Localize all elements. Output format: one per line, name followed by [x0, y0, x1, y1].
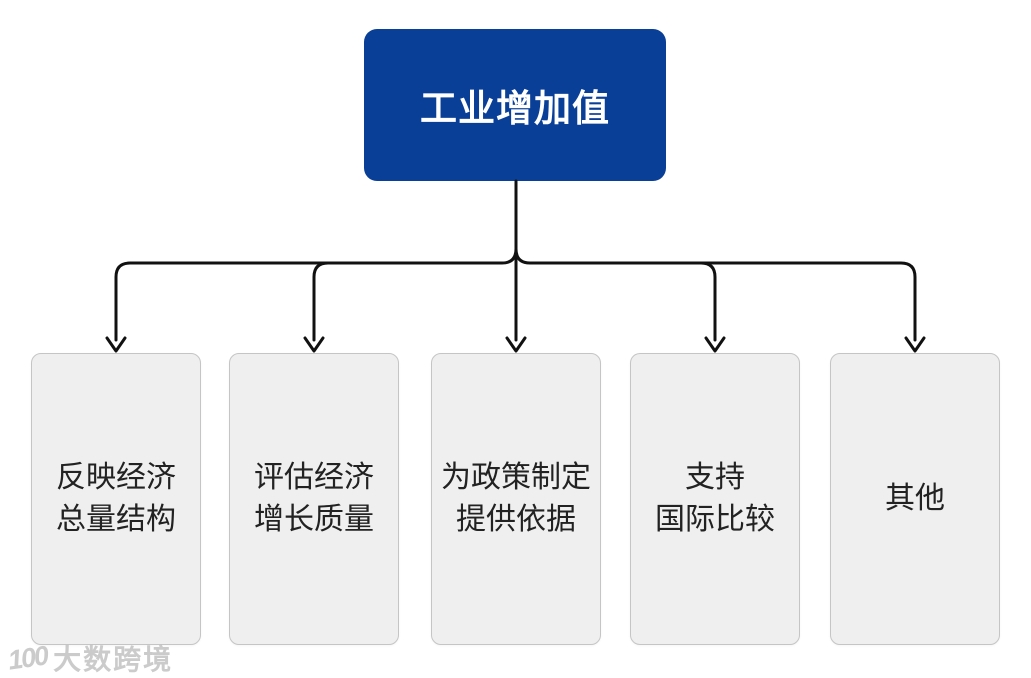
connector-branch-2 — [312, 261, 330, 342]
child-node-5: 其他 — [830, 353, 1000, 645]
connector-right-run — [514, 247, 917, 342]
child-node-1: 反映经济 总量结构 — [31, 353, 201, 645]
child-node-4: 支持 国际比较 — [630, 353, 800, 645]
arrowhead-icon — [505, 336, 527, 353]
child-node-3: 为政策制定 提供依据 — [431, 353, 601, 645]
child-node-2-label-line1: 评估经济 — [254, 461, 374, 494]
child-node-3-label-line1: 为政策制定 — [441, 461, 591, 494]
child-node-5-label-line1: 其他 — [885, 482, 945, 515]
child-node-2-label-line2: 增长质量 — [254, 503, 374, 536]
watermark: 100 大数跨境 — [6, 638, 174, 678]
child-node-2: 评估经济 增长质量 — [229, 353, 399, 645]
child-node-4-label-line2: 国际比较 — [655, 503, 775, 536]
watermark-text: 大数跨境 — [53, 644, 174, 675]
connector-left-run — [114, 247, 518, 342]
child-node-1-label-line1: 反映经济 — [56, 461, 176, 494]
child-node-4-label-line1: 支持 — [685, 461, 745, 494]
root-node-label: 工业增加值 — [420, 88, 610, 129]
child-node-1-label-line2: 总量结构 — [56, 503, 176, 536]
connector-branch-4 — [699, 261, 717, 342]
root-node: 工业增加值 — [364, 29, 666, 181]
arrowhead-icon — [303, 336, 325, 353]
watermark-logo: 100 — [6, 639, 49, 676]
arrowhead-icon — [105, 336, 127, 353]
arrowhead-icon — [704, 336, 726, 353]
child-node-3-label-line2: 提供依据 — [456, 503, 576, 536]
arrowhead-icon — [904, 336, 926, 353]
